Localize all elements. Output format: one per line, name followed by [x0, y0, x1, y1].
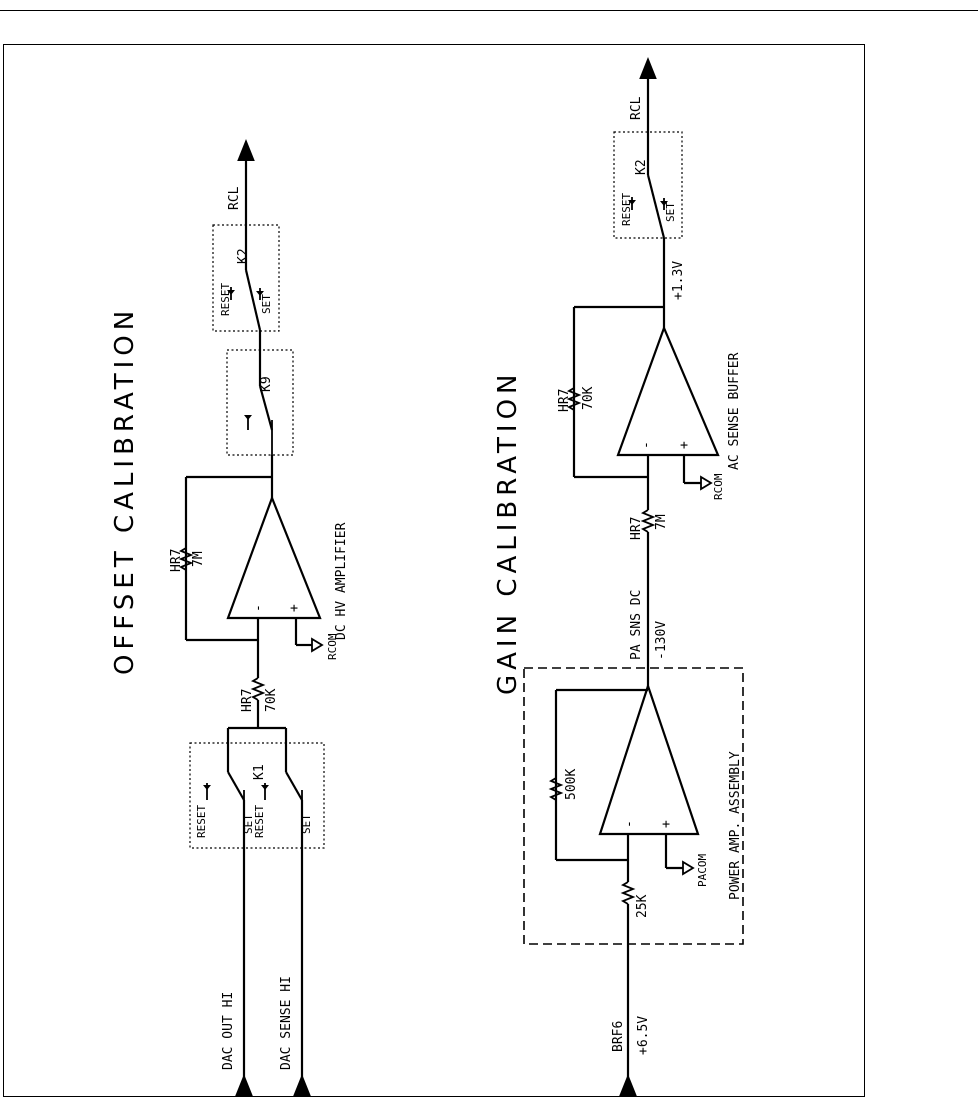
- offset-input-resistor: HR7 70K: [240, 640, 279, 728]
- buf-rf-name: HR7: [557, 389, 572, 412]
- amp2-ground-label: PACOM: [696, 854, 709, 887]
- buf-plus: +: [677, 441, 692, 449]
- amp1-ground-label: RCOM: [326, 633, 339, 660]
- ac-sense-buffer: - + RCOM AC SENSE BUFFER: [572, 238, 742, 500]
- offset-output-label: RCL: [227, 186, 242, 210]
- k1-set-b: SET: [300, 814, 313, 834]
- buffer-feedback-resistor: HR7 70K: [557, 386, 596, 412]
- k1-reset-a: RESET: [195, 805, 208, 838]
- gain-k2-set: SET: [664, 202, 677, 222]
- buf-rf-value: 70K: [581, 386, 596, 410]
- offset-k2-reset: RESET: [219, 283, 232, 316]
- buf-label: AC SENSE BUFFER: [727, 352, 742, 470]
- pa-sns-label: PA SNS DC: [629, 590, 644, 660]
- gain-title: GAIN CALIBRATION: [493, 370, 523, 696]
- power-amp-assembly-box: [523, 667, 744, 945]
- dac-sense-hi-label: DAC SENSE HI: [279, 976, 294, 1070]
- gain-k2-reset: RESET: [620, 193, 633, 226]
- gain-k2-label: K2: [634, 159, 649, 175]
- k1-reset-b: RESET: [253, 805, 266, 838]
- amp2-plus: +: [659, 820, 674, 828]
- figure-frame: [3, 44, 865, 1097]
- relay-k9: K9: [226, 330, 294, 456]
- gain-rs-value: 7M: [654, 514, 669, 530]
- buf-ground-label: RCOM: [712, 473, 725, 500]
- k1-set-a: SET: [242, 814, 255, 834]
- gain-relay-k2: K2 RESET SET: [613, 57, 683, 239]
- offset-relay-k2: K2 RESET SET: [212, 139, 280, 332]
- gain-calibration-circuit: GAIN CALIBRATION BRF6 +6.5V 25K - + PACO…: [493, 57, 744, 1096]
- offset-rf-value: 7M: [191, 551, 206, 567]
- gain-series-resistor: HR7 7M: [629, 477, 669, 640]
- buffer-output-voltage: +1.3V: [671, 261, 686, 300]
- brf6-input: BRF6 +6.5V: [611, 920, 651, 1096]
- k1-label: K1: [252, 764, 267, 780]
- dc-hv-amplifier: - + RCOM DC HV AMPLIFIER: [184, 455, 349, 660]
- gain-output-label: RCL: [629, 96, 644, 120]
- offset-rin-name: HR7: [240, 689, 255, 712]
- brf6-label: BRF6: [611, 1021, 626, 1052]
- relay-k1: K1 RESET SET RESET SET: [189, 726, 325, 849]
- buf-minus: -: [639, 441, 654, 449]
- pa-sns-voltage: -130V: [654, 621, 669, 660]
- offset-rin-value: 70K: [264, 688, 279, 712]
- gain-rin-value: 25K: [635, 894, 650, 918]
- dac-out-hi-label: DAC OUT HI: [221, 992, 236, 1070]
- gain-feedback-resistor: 500K: [548, 769, 579, 801]
- offset-feedback-resistor: HR7 7M: [169, 547, 206, 572]
- offset-title: OFFSET CALIBRATION: [110, 306, 140, 675]
- brf6-voltage: +6.5V: [636, 1016, 651, 1055]
- offset-k2-label: K2: [236, 248, 251, 264]
- gain-rs-name: HR7: [629, 517, 644, 540]
- offset-rf-name: HR7: [169, 549, 184, 572]
- gain-rf-value: 500K: [564, 769, 579, 800]
- dac-sense-hi-input: DAC SENSE HI: [279, 800, 311, 1096]
- power-amplifier: - + PACOM POWER AMP. ASSEMBLY: [554, 640, 743, 900]
- dac-out-hi-input: DAC OUT HI: [221, 800, 253, 1096]
- page-top-rule: [0, 10, 978, 11]
- k9-label: K9: [259, 376, 274, 392]
- amp1-label: DC HV AMPLIFIER: [334, 522, 349, 640]
- offset-calibration-circuit: OFFSET CALIBRATION DAC OUT HI DAC SENSE …: [110, 139, 349, 1096]
- amp1-plus: +: [287, 604, 302, 612]
- gain-input-resistor: 25K: [620, 834, 650, 920]
- amp2-minus: -: [622, 820, 637, 828]
- offset-k2-set: SET: [260, 294, 273, 314]
- amp2-label: POWER AMP. ASSEMBLY: [728, 751, 743, 900]
- amp1-minus: -: [251, 604, 266, 612]
